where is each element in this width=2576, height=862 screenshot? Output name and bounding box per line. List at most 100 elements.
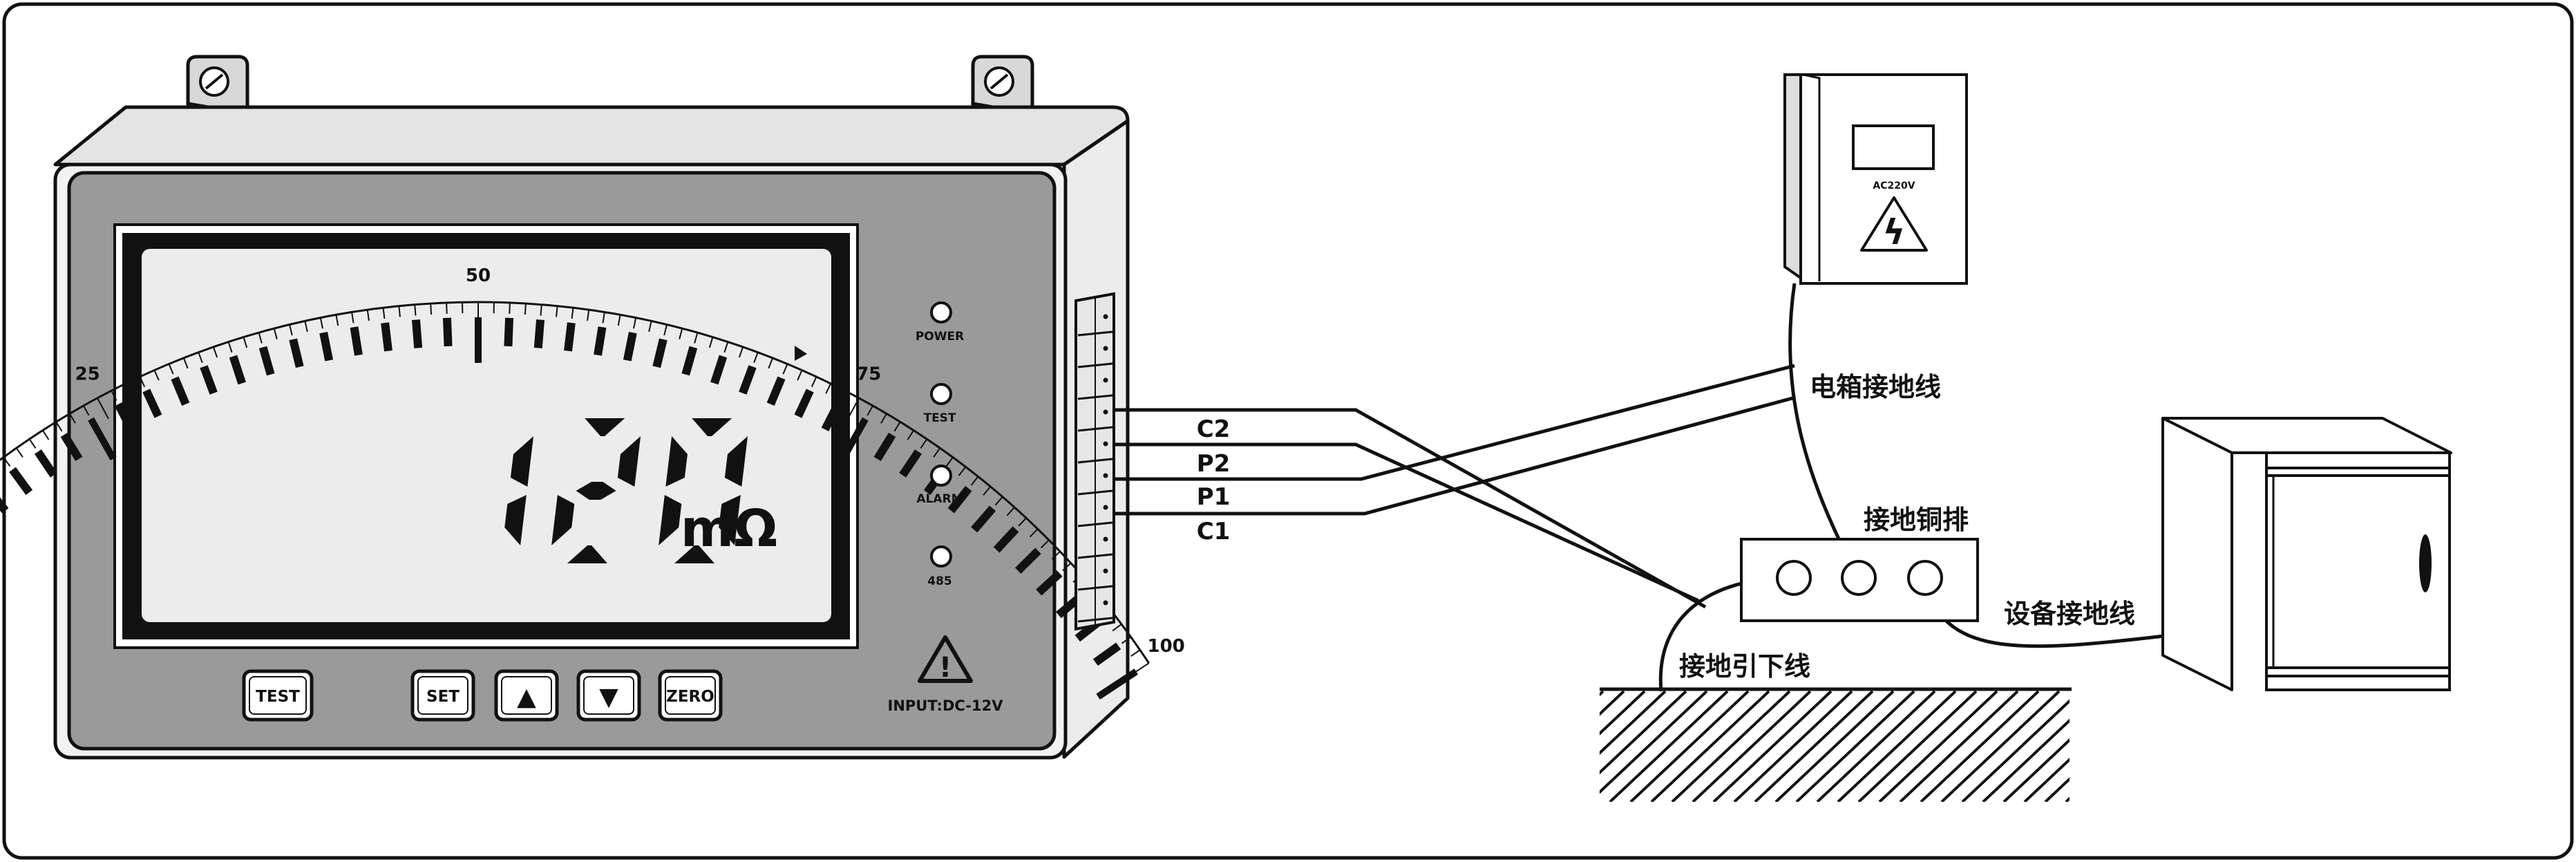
scale-segment: [9, 467, 33, 495]
terminal-screw: [1103, 600, 1108, 606]
scale-segment: [442, 317, 453, 347]
scale-segment: [821, 402, 842, 431]
scale-minor-tick: [55, 421, 63, 432]
set-button-label: SET: [426, 688, 460, 706]
scale-minor-tick: [880, 413, 887, 424]
scale-segment: [623, 331, 637, 362]
scale-segment: [114, 402, 135, 431]
scale-minor-tick: [243, 337, 248, 348]
scale-minor-tick: [893, 421, 901, 432]
ground-busbar: [1740, 538, 1979, 622]
scale-minor-tick: [97, 397, 109, 420]
scale-label: 100: [1148, 636, 1185, 657]
scale-minor-tick: [509, 302, 511, 314]
scale-minor-tick: [319, 317, 323, 329]
terminal-screw: [1103, 346, 1108, 351]
scale-minor-tick: [556, 306, 558, 317]
digit-segment: [576, 482, 616, 500]
reading-display: [504, 418, 748, 563]
scale-minor-tick: [3, 456, 11, 467]
scale-segment: [60, 432, 83, 462]
digit-segment: [504, 495, 527, 545]
terminal-screw: [1103, 377, 1108, 383]
up-button[interactable]: ▲: [494, 669, 559, 722]
indicator-test-label: TEST: [923, 411, 956, 425]
scale-minor-tick: [753, 352, 759, 364]
resistance-meter: 0255075100 mΩ POWER TEST ALARM 485 ! INP…: [0, 55, 1185, 760]
scale-minor-tick: [446, 302, 448, 314]
scale-minor-tick: [540, 304, 542, 316]
digit-segment: [617, 436, 641, 487]
scale-minor-tick: [738, 346, 744, 358]
ground-hatch-line: [2044, 777, 2070, 802]
scale-segment: [229, 355, 246, 385]
indicator-test-led: [930, 383, 952, 405]
terminal-block: [1074, 292, 1115, 631]
scale-minor-tick: [933, 447, 941, 458]
scale-segment: [681, 346, 698, 376]
scale-minor-tick: [524, 303, 527, 315]
ground-hatch-line: [1899, 690, 2019, 802]
scale-minor-tick: [28, 438, 37, 449]
terminal-screw: [1103, 473, 1108, 478]
down-button[interactable]: ▼: [576, 669, 641, 722]
input-voltage-label: INPUT:DC-12V: [888, 697, 1004, 714]
scale-segment: [993, 526, 1019, 553]
scale-segment: [739, 365, 757, 395]
scale-minor-tick: [970, 476, 979, 486]
scale-end-arrow: [795, 346, 807, 361]
scale-label: 25: [75, 364, 100, 384]
label-ground-busbar: 接地铜排: [1864, 505, 1969, 535]
ground-hatch-line: [1629, 690, 1750, 802]
scale-minor-tick: [708, 337, 714, 348]
scale-minor-tick: [571, 308, 574, 319]
ground-hatch-line: [1940, 690, 2061, 802]
label-ground-down-lead: 接地引下线: [1679, 651, 1810, 682]
scale-minor-tick: [82, 405, 90, 416]
scale-segment: [971, 505, 996, 533]
indicator-power-led: [930, 301, 952, 324]
scale-minor-tick: [41, 430, 50, 440]
scale-minor-tick: [366, 309, 370, 321]
digit-segment: [674, 545, 714, 563]
scale-segment: [1092, 642, 1121, 666]
test-button-label: TEST: [256, 688, 300, 706]
scale-minor-tick: [679, 328, 683, 339]
scale-segment: [319, 331, 334, 362]
scale-segment: [88, 417, 117, 461]
scale-segment: [504, 317, 514, 347]
scale-minor-tick: [983, 486, 992, 496]
ground-hatch-line: [1857, 690, 1978, 802]
scale-segment: [947, 485, 972, 514]
scale-labels: 0255075100: [75, 265, 1185, 657]
scale-segment: [171, 376, 190, 406]
scale-minor-tick: [907, 430, 915, 440]
scale-minor-tick: [1112, 624, 1122, 632]
ground-hatch-line: [1600, 690, 1667, 756]
scale-segment: [34, 449, 57, 478]
power-box: AC220V ϟ: [1783, 73, 1968, 285]
scale-minor-tick: [398, 306, 401, 317]
digit-segment: [551, 495, 575, 545]
scale-minor-tick: [782, 364, 788, 375]
test-button[interactable]: TEST: [242, 669, 314, 722]
lcd-screen: [142, 249, 831, 622]
ground-hatch-line: [1920, 690, 2040, 802]
scale-minor-tick: [945, 456, 954, 467]
scale-minor-tick: [111, 390, 117, 401]
indicator-alarm: ALARM: [916, 465, 963, 506]
scale-minor-tick: [139, 376, 146, 387]
scale-segment: [289, 338, 304, 368]
scale-minor-tick: [825, 383, 832, 394]
ground-hatch-line: [1774, 690, 1895, 802]
scale-segment: [594, 326, 607, 356]
set-button[interactable]: SET: [410, 669, 475, 722]
scale-minor-tick: [124, 383, 131, 394]
scale-minor-tick: [212, 346, 218, 358]
scale-segment: [794, 388, 814, 418]
scale-minor-tick: [335, 315, 339, 326]
terminal-label-c1: C1: [1197, 518, 1231, 545]
zero-button[interactable]: ZERO: [658, 669, 723, 722]
scale-minor-tick: [304, 321, 308, 332]
scale-minor-tick: [617, 315, 621, 326]
